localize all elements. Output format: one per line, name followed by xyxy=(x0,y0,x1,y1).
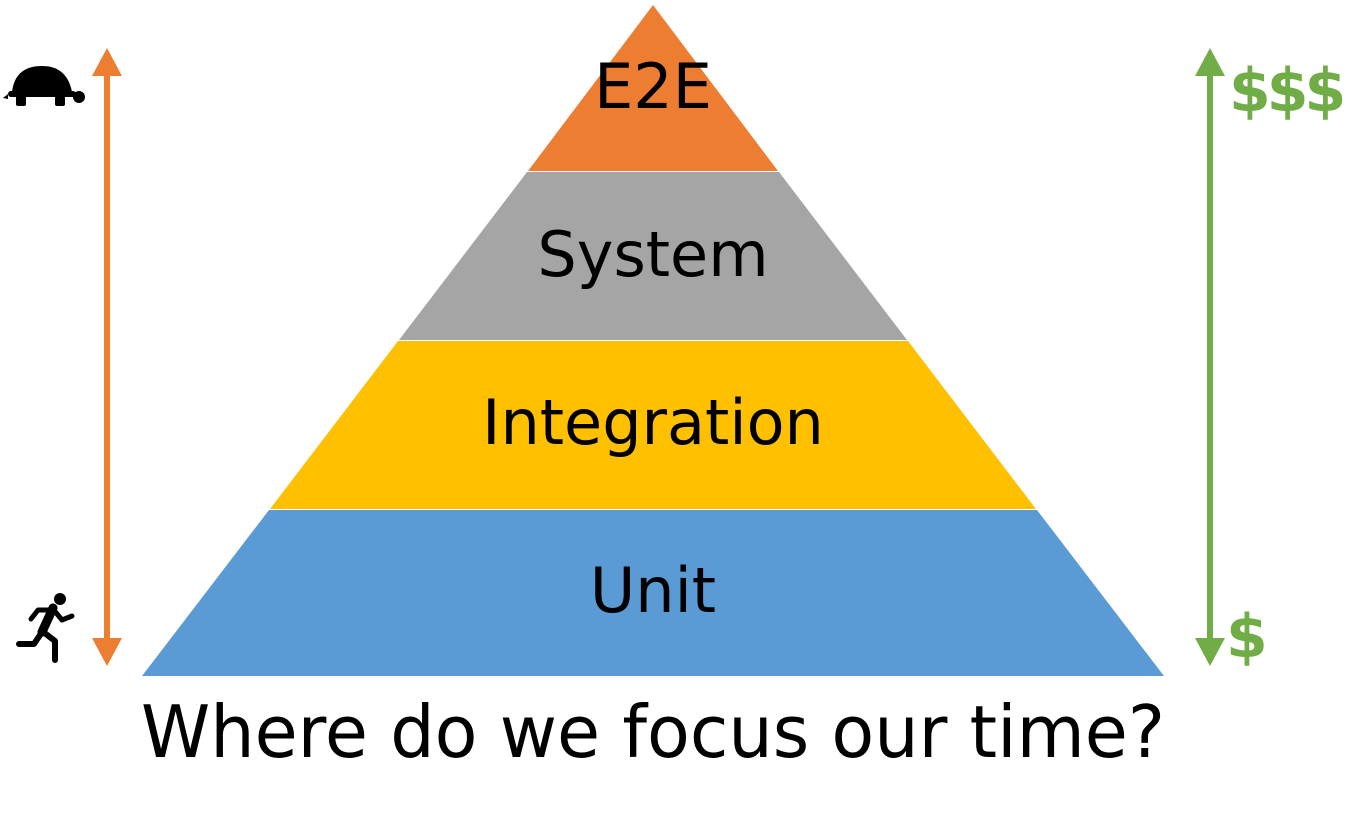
speed-axis-arrowhead-up xyxy=(92,48,122,76)
cost-label-high: $$$ xyxy=(1229,56,1342,126)
cost-axis-arrowhead-down xyxy=(1195,638,1225,666)
cost-axis-arrow xyxy=(1195,48,1225,666)
running-person-icon xyxy=(16,593,75,663)
speed-axis-arrow xyxy=(92,48,122,666)
pyramid-label-unit: Unit xyxy=(590,554,716,627)
speed-axis-arrowhead-down xyxy=(92,638,122,666)
diagram-caption: Where do we focus our time? xyxy=(141,690,1165,774)
pyramid-level-system xyxy=(399,172,907,340)
pyramid-label-e2e: E2E xyxy=(594,50,712,123)
turtle-icon xyxy=(3,66,85,106)
pyramid-level-unit xyxy=(142,510,1164,676)
pyramid-level-integration xyxy=(270,341,1036,509)
pyramid-label-system: System xyxy=(537,218,768,291)
pyramid-level-e2e xyxy=(528,5,778,171)
cost-axis-arrowhead-up xyxy=(1195,48,1225,76)
cost-label-low: $ xyxy=(1226,602,1268,672)
pyramid-label-integration: Integration xyxy=(482,386,824,459)
